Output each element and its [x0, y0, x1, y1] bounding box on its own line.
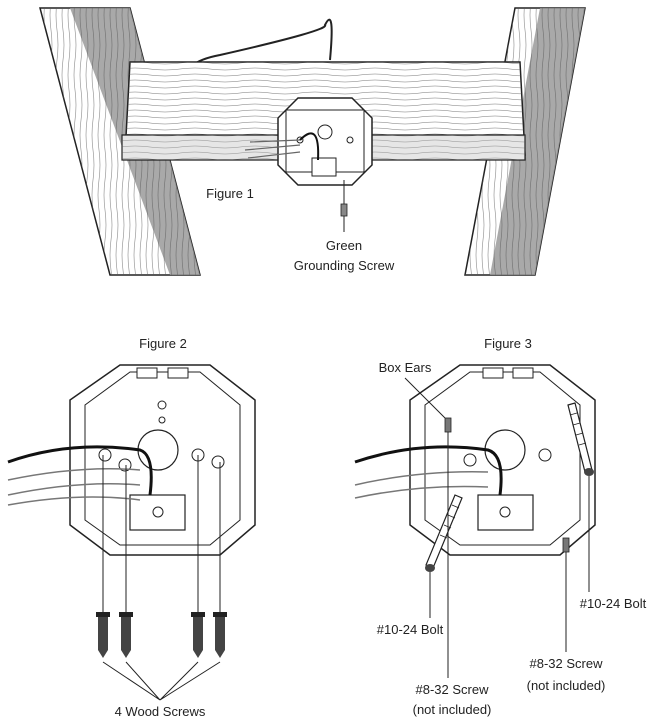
grounding-label-line1: Green — [326, 238, 362, 253]
grounding-label-line2: Grounding Screw — [294, 258, 395, 273]
screw-left-icon — [444, 417, 452, 678]
wood-screws — [96, 455, 227, 701]
figure3-title: Figure 3 — [484, 336, 532, 351]
grounding-screw-icon — [340, 180, 348, 232]
wood-screw-icon — [119, 612, 133, 658]
screw-right-label-line2: (not included) — [527, 678, 606, 693]
figure2-title: Figure 2 — [139, 336, 187, 351]
wood-screws-label: 4 Wood Screws — [115, 704, 206, 719]
wood-screw-icon — [191, 612, 205, 658]
figure2-illustration: Figure 2 — [7, 336, 256, 719]
screw-right-label-line1: #8-32 Screw — [530, 656, 604, 671]
figure3-illustration: Figure 3 — [354, 336, 647, 717]
wood-screw-icon — [213, 612, 227, 658]
screw-left-label-line1: #8-32 Screw — [416, 682, 490, 697]
wood-screw-icon — [96, 612, 110, 658]
box-ears-label: Box Ears — [379, 360, 432, 375]
screw-right-icon — [562, 537, 570, 652]
figure1-illustration: Figure 1 Green Grounding Screw — [39, 7, 586, 276]
electrical-box-fig2 — [7, 364, 256, 556]
figure1-title: Figure 1 — [206, 186, 254, 201]
electrical-box-fig3 — [354, 364, 596, 556]
bolt-right-label: #10-24 Bolt — [580, 596, 647, 611]
electrical-box-fig1 — [244, 97, 373, 186]
bolt-left-label: #10-24 Bolt — [377, 622, 444, 637]
bolt-left-icon — [425, 494, 463, 572]
bolt-right-icon — [567, 402, 594, 476]
screw-left-label-line2: (not included) — [413, 702, 492, 717]
